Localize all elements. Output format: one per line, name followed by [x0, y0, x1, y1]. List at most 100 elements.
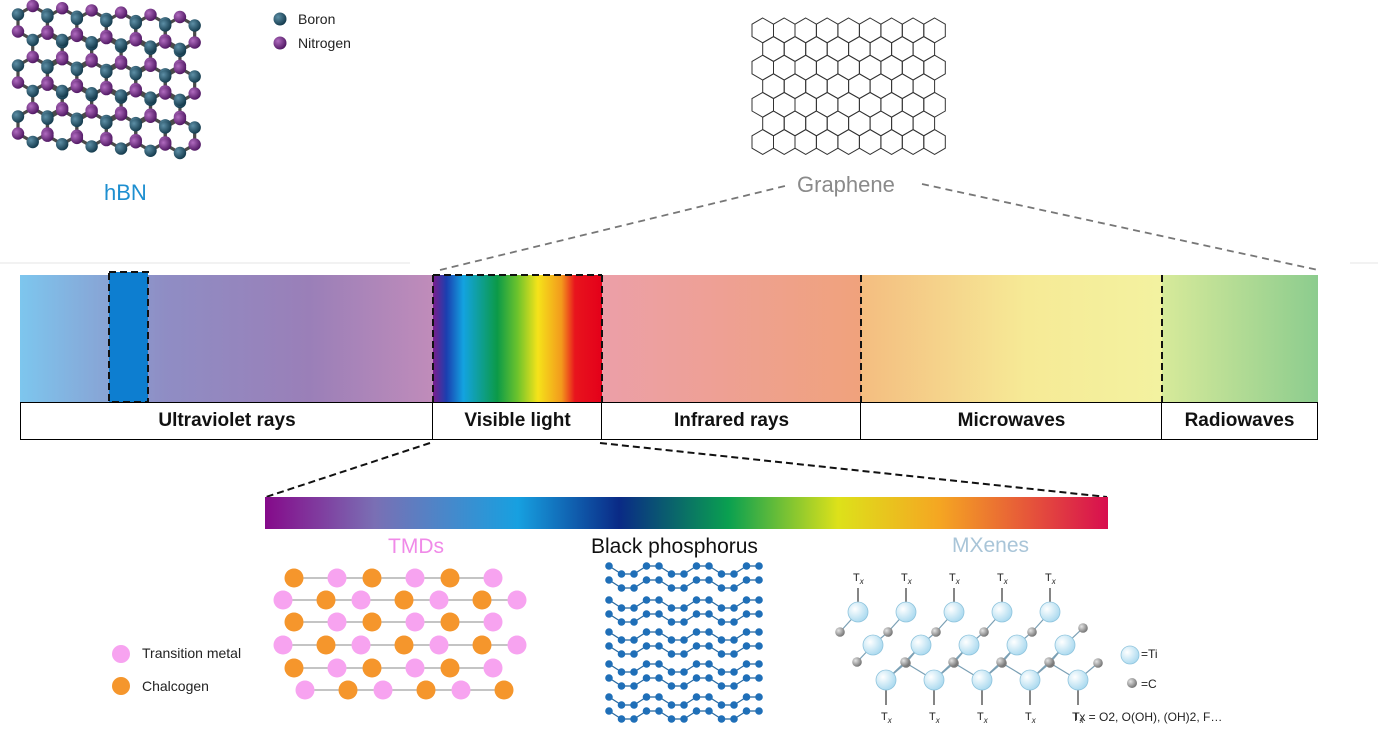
boron-atom — [159, 70, 172, 83]
titanium-atom — [971, 669, 993, 691]
carbon-atom — [835, 627, 845, 637]
phosphorus-atom — [742, 576, 751, 584]
graphene-hexagon — [815, 129, 839, 155]
boron-atom — [55, 33, 69, 47]
carbon-atom — [996, 657, 1006, 667]
phosphorus-atom — [755, 642, 763, 650]
tx-termination-label: Tx — [1073, 711, 1084, 726]
phosphorus-atom — [630, 668, 638, 676]
boron-atom — [159, 121, 172, 134]
phosphorus-atom — [730, 715, 738, 723]
phosphorus-atom — [605, 642, 613, 650]
graphene-hexagon — [869, 73, 893, 100]
carbon-atom — [852, 657, 862, 667]
graphene-hexagon — [762, 73, 785, 100]
carbon-atom — [900, 657, 910, 667]
nitrogen-atom — [159, 87, 172, 100]
phosphorus-atom — [692, 628, 701, 636]
phosphorus-atom — [630, 715, 638, 723]
boron-atom — [55, 84, 69, 98]
phosphorus-atom — [617, 701, 626, 709]
graphene-hexagon — [858, 54, 882, 81]
boron-atom — [70, 114, 84, 128]
nitrogen-atom — [85, 4, 98, 17]
phosphorus-atom — [655, 562, 663, 570]
phosphorus-atom — [667, 618, 676, 626]
graphene-hexagon — [858, 17, 882, 44]
nitrogen-atom — [188, 138, 201, 151]
graphene-hexagon — [783, 36, 807, 62]
graphene-title: Graphene — [797, 172, 895, 197]
nitrogen-atom — [100, 31, 113, 45]
phosphorus-atom — [742, 707, 751, 715]
phosphorus-atom — [730, 604, 738, 612]
graphene-hexagon — [880, 129, 903, 155]
boron-atom — [26, 33, 39, 47]
phosphorus-atom — [742, 660, 751, 668]
chalcogen-atom — [338, 680, 358, 700]
graphene-hexagon — [751, 129, 774, 155]
phosphorus-atom — [717, 636, 726, 644]
phosphorus-atom — [717, 701, 726, 709]
nitrogen-atom — [11, 127, 25, 140]
phosphorus-atom — [755, 576, 763, 584]
chalcogen-atom — [362, 568, 382, 588]
nitrogen-atom — [11, 76, 25, 89]
tx-termination-label: Tx — [949, 572, 960, 587]
titanium-atom — [991, 601, 1013, 623]
graphene-hexagon — [783, 73, 807, 100]
nitrogen-atom — [144, 59, 157, 72]
black-phosphorus-title: Black phosphorus — [591, 535, 758, 558]
phosphorus-atom — [717, 604, 726, 612]
boron-atom — [173, 42, 187, 55]
phosphorus-atom — [705, 596, 713, 604]
phosphorus-atom — [605, 596, 613, 604]
phosphorus-atom — [742, 628, 751, 636]
band-microwave-label: Microwaves — [860, 402, 1163, 440]
phosphorus-atom — [680, 701, 688, 709]
phosphorus-atom — [730, 618, 738, 626]
phosphorus-atom — [680, 604, 688, 612]
phosphorus-atom — [642, 707, 651, 715]
tmd-title: TMDs — [388, 535, 444, 558]
boron-atom — [100, 65, 113, 79]
legend-transition-metal-icon — [112, 645, 130, 663]
boron-atom — [129, 17, 142, 30]
legend-c-label: =C — [1141, 677, 1157, 691]
nitrogen-atom — [41, 78, 54, 91]
nitrogen-atom — [188, 36, 201, 49]
phosphorus-atom — [730, 650, 738, 658]
phosphorus-atom — [617, 636, 626, 644]
graphene-hexagon — [762, 36, 785, 62]
phosphorus-atom — [755, 562, 763, 570]
phosphorus-atom — [655, 628, 663, 636]
graphene-hexagon — [773, 54, 796, 81]
phosphorus-atom — [705, 576, 713, 584]
tmd-lattice — [273, 568, 527, 700]
graphene-hexagon — [805, 36, 828, 62]
graphene-hexagon — [805, 110, 828, 137]
chalcogen-atom — [416, 680, 436, 700]
graphene-hexagon — [880, 91, 903, 118]
chalcogen-atom — [316, 635, 336, 655]
phosphorus-atom — [705, 707, 713, 715]
phosphorus-atom — [605, 628, 613, 636]
band-infrared-label: Infrared rays — [601, 402, 862, 440]
chalcogen-atom — [284, 568, 304, 588]
graphene-hexagon — [794, 17, 817, 44]
graphene-hexagon — [891, 73, 914, 100]
phosphorus-atom — [642, 562, 651, 570]
phosphorus-atom — [680, 715, 688, 723]
phosphorus-atom — [630, 618, 638, 626]
phosphorus-atom — [692, 693, 701, 701]
phosphorus-atom — [630, 636, 638, 644]
phosphorus-atom — [642, 642, 651, 650]
chalcogen-atom — [440, 612, 460, 632]
graphene-hexagon — [815, 17, 839, 44]
boron-atom — [159, 19, 172, 32]
phosphorus-atom — [692, 562, 701, 570]
transition-metal-atom — [351, 590, 371, 610]
band-microwave-color — [861, 275, 1162, 402]
phosphorus-atom — [680, 650, 688, 658]
transition-metal-atom — [429, 590, 449, 610]
